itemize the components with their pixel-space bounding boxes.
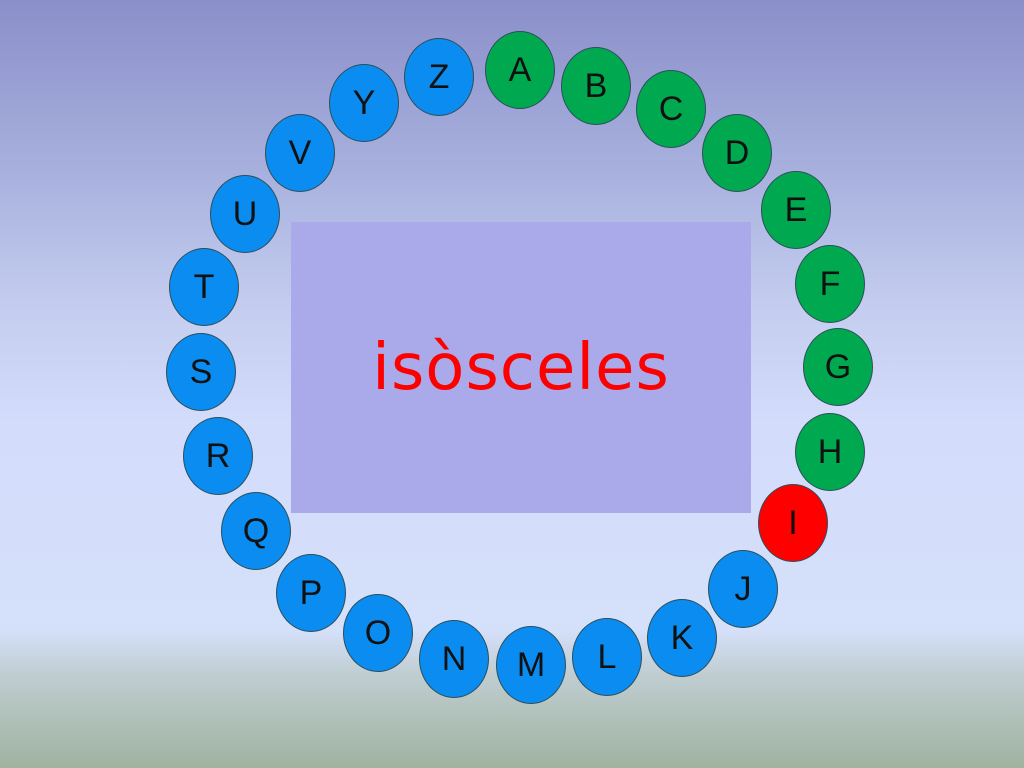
letter-z-button[interactable]: Z bbox=[404, 38, 474, 116]
letter-f-button[interactable]: F bbox=[795, 245, 865, 323]
letter-q-button[interactable]: Q bbox=[221, 492, 291, 570]
letter-g-button[interactable]: G bbox=[803, 328, 873, 406]
letter-p-button[interactable]: P bbox=[276, 554, 346, 632]
letter-v-button[interactable]: V bbox=[265, 114, 335, 192]
letter-o-button[interactable]: O bbox=[343, 594, 413, 672]
letter-h-button[interactable]: H bbox=[795, 413, 865, 491]
letter-r-button[interactable]: R bbox=[183, 417, 253, 495]
letter-a-button[interactable]: A bbox=[485, 31, 555, 109]
letter-i-button[interactable]: I bbox=[758, 484, 828, 562]
word-panel: isòsceles bbox=[291, 222, 751, 513]
letter-m-button[interactable]: M bbox=[496, 626, 566, 704]
letter-e-button[interactable]: E bbox=[761, 171, 831, 249]
letter-s-button[interactable]: S bbox=[166, 333, 236, 411]
letter-y-button[interactable]: Y bbox=[329, 64, 399, 142]
letter-j-button[interactable]: J bbox=[708, 550, 778, 628]
letter-u-button[interactable]: U bbox=[210, 175, 280, 253]
letter-l-button[interactable]: L bbox=[572, 618, 642, 696]
letter-k-button[interactable]: K bbox=[647, 599, 717, 677]
word-text: isòsceles bbox=[372, 331, 670, 405]
letter-d-button[interactable]: D bbox=[702, 114, 772, 192]
letter-n-button[interactable]: N bbox=[419, 620, 489, 698]
letter-t-button[interactable]: T bbox=[169, 248, 239, 326]
letter-b-button[interactable]: B bbox=[561, 47, 631, 125]
letter-c-button[interactable]: C bbox=[636, 70, 706, 148]
